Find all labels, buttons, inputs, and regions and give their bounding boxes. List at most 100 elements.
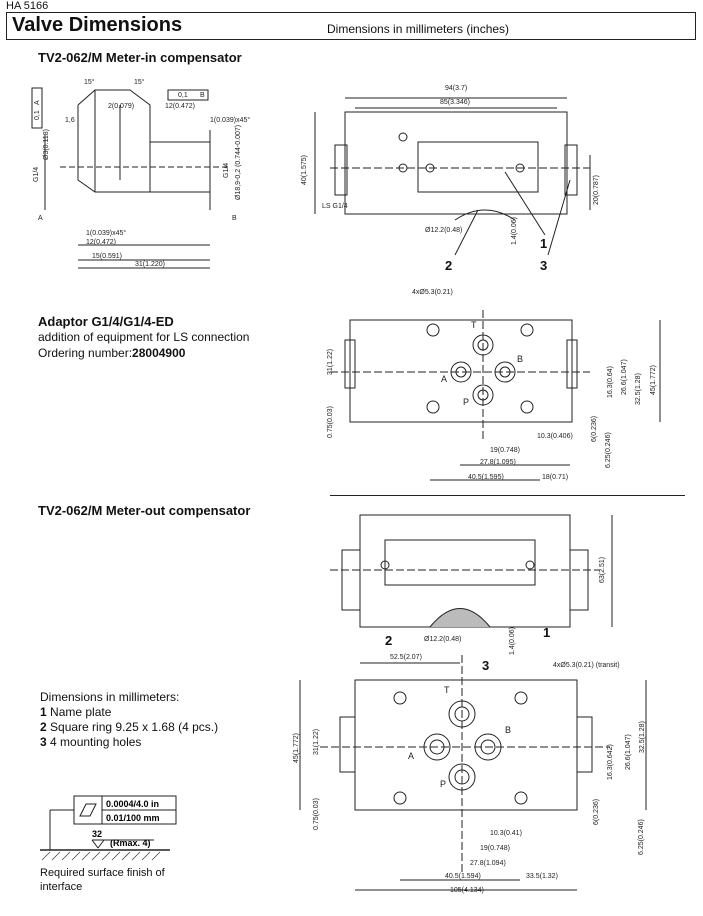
dim-94: 94(3.7) [445,85,467,92]
section-meter-out-title: TV2-062/M Meter-out compensator [38,503,251,518]
dim-6: 6(0.236) [591,416,598,442]
dim-datum-b: B [200,92,205,99]
dim-266-b: 26.6(1.047) [625,734,632,770]
dim-15deg-a: 15° [84,78,95,86]
dim-075-b: 0.75(0.03) [313,798,320,830]
legend-heading: Dimensions in millimeters: [40,690,180,704]
units-note: Dimensions in millimeters (inches) [327,22,510,36]
callout-2-b: 2 [385,633,392,648]
section-meter-in-title: TV2-062/M Meter-in compensator [38,50,242,65]
flatness-mm: 0.01/100 mm [106,813,160,823]
meter-in-drawing: 15° 15° 2(0.079) 0,1 B 12(0.472) 1(0.039… [31,78,600,273]
section-adaptor-title: Adaptor G1/4/G1/4-ED [38,314,174,329]
dim-g14-a: G1/4 [33,167,40,182]
dim-075: 0.75(0.03) [327,406,334,438]
dim-14-b: 1.4(0.06) [509,627,516,655]
port-a-b: A [408,751,414,761]
roughness-note: (Rmax. 4) [110,838,151,848]
dim-ls-g14: LS G1/4 [322,203,348,210]
legend-item: 3 4 mounting holes [40,735,218,750]
surface-finish-symbol: 0.0004/4.0 in 0.01/100 mm 32 (Rmax. 4) [40,795,177,861]
dim-163: 16.3(0.64) [607,366,614,398]
legend-num: 1 [40,705,47,719]
datum-b: B [232,215,237,222]
port-t-b: T [444,685,450,695]
port-p: P [463,397,469,407]
dim-85: 85(3.346) [440,99,470,106]
callout-3-b: 3 [482,658,489,673]
dim-12a: 12(0.472) [165,103,195,110]
dim-18: 18(0.71) [542,474,568,481]
datum-a: A [38,215,43,222]
dim-405-b: 40.5(1.594) [445,873,481,880]
dim-19: 19(0.748) [490,447,520,454]
dim-31: 31(1.220) [135,261,165,268]
legend-num: 2 [40,720,47,734]
legend-num: 3 [40,735,47,749]
meter-out-drawing: 63(2.51) Ø12.2(0.48) 1.4(0.06) 2 1 3 52.… [293,514,647,894]
port-b-b: B [505,725,511,735]
dim-d3: Ø3(0.118) [43,129,50,160]
dim-chamfer-b: 1(0.039)x45° [86,229,126,237]
callout-1: 1 [540,236,547,251]
dim-15deg-b: 15° [134,78,145,86]
legend-item: 1 Name plate [40,705,218,720]
dim-20: 20(0.787) [593,175,600,205]
dim-d122-b: Ø12.2(0.48) [424,636,461,643]
legend-text: Name plate [50,705,112,719]
dim-278: 27.8(1.095) [480,459,516,466]
dim-40: 40(1.575) [301,155,308,185]
port-p-b: P [440,779,446,789]
dim-19-b: 19(0.748) [480,845,510,852]
ordering-line: Ordering number:28004900 [38,346,185,361]
legend: Dimensions in millimeters: 1 Name plate … [40,690,218,750]
dim-325-b: 32.5(1.28) [639,721,646,753]
page-title: Valve Dimensions [12,14,183,36]
dim-31-b: 31(1.22) [313,729,320,755]
dim-6-b: 6(0.236) [593,799,600,825]
dim-2: 2(0.079) [108,103,134,110]
dim-625-b: 6.25(0.246) [638,819,645,855]
port-b: B [517,354,523,364]
dim-tol-01: 0,1 [178,92,188,99]
flatness-inch: 0.0004/4.0 in [106,799,159,809]
dim-31: 31(1.22) [327,349,334,375]
dim-d189: Ø18,9-0,2 (0.744-0.007) [235,125,242,200]
dim-4xd53: 4xØ5.3(0.21) [412,289,453,296]
section-divider [330,495,685,496]
dim-103-b: 10.3(0.41) [490,830,522,837]
document-id: HA 5166 [6,0,49,12]
ordering-label: Ordering number: [38,346,133,360]
port-t: T [471,320,477,330]
dim-15: 15(0.591) [92,253,122,260]
adaptor-drawing: 4xØ5.3(0.21) 31(1.22) 0.75(0.03) 26.6(1.… [327,289,661,481]
dim-g14-b: G1/4 [223,163,230,178]
dim-105: 105(4.134) [450,887,484,894]
dim-325: 32.5(1.28) [635,373,642,405]
legend-item: 2 Square ring 9.25 x 1.68 (4 pcs.) [40,720,218,735]
legend-text: 4 mounting holes [50,735,142,749]
dim-405: 40.5(1.595) [468,474,504,481]
dim-4xd53-transit: 4xØ5.3(0.21) (transit) [553,662,620,669]
datum-a-ref: A [34,100,41,105]
dim-335: 33.5(1.32) [526,873,558,880]
dim-14: 1.4(0.06) [511,217,518,245]
adaptor-description: addition of equipment for LS connection [38,330,250,344]
dim-chamfer-a: 1(0.039)x45° [210,116,250,124]
port-a: A [441,374,447,384]
dim-63: 63(2.51) [599,557,606,583]
dim-45: 45(1.772) [650,365,657,395]
legend-text: Square ring 9.25 x 1.68 (4 pcs.) [50,720,219,734]
callout-1-b: 1 [543,625,550,640]
dim-12b: 12(0.472) [86,239,116,246]
dim-525: 52.5(2.07) [390,654,422,661]
dim-625: 6.25(0.246) [605,432,612,468]
roughness-value: 32 [92,829,102,839]
callout-2: 2 [445,258,452,273]
dim-tol-left: 0,1 [34,110,41,120]
ordering-number: 28004900 [132,346,186,360]
surface-caption: Required surface finish of interface [40,867,165,893]
dim-266: 26.6(1.047) [621,359,628,395]
dim-103: 10.3(0.406) [537,433,573,440]
callout-3: 3 [540,258,547,273]
